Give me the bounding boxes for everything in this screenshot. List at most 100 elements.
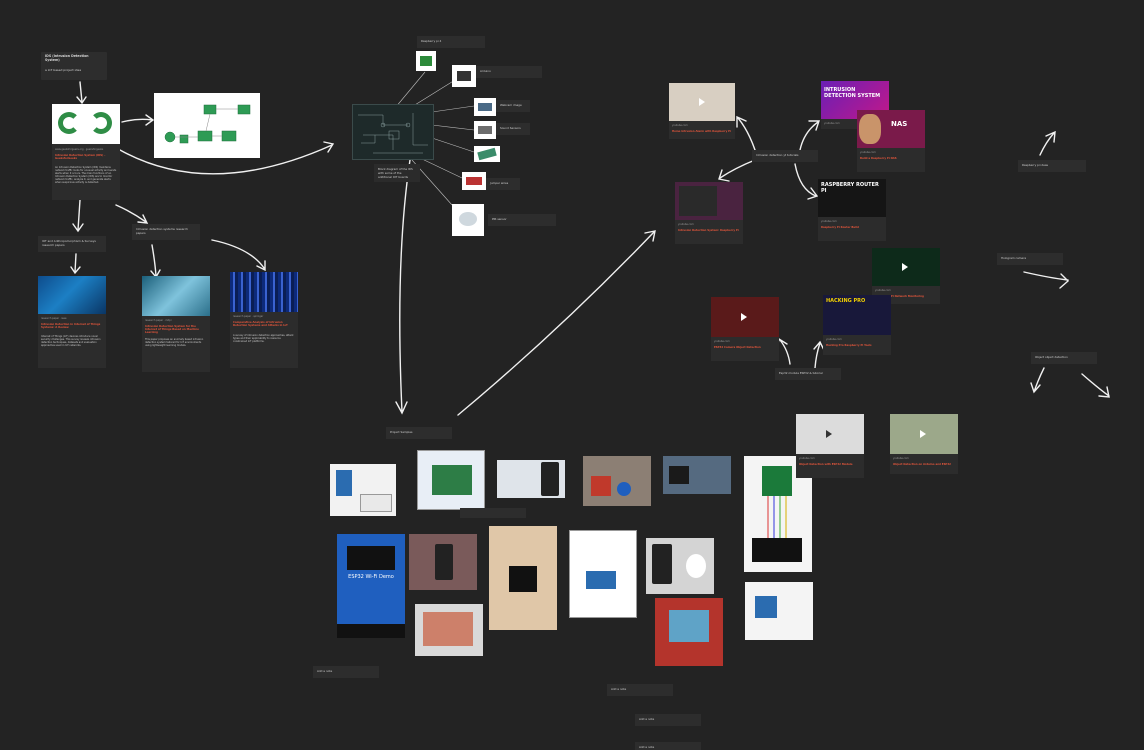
video-card-monitor[interactable]: youtube.com Raspberry Pi Network Monitor…: [872, 248, 940, 304]
raspberry-ideas-label[interactable]: Raspberry pi ideas: [1018, 160, 1086, 172]
card-meta: www.geeksforgeeks.org · geeksforgeeks: [55, 148, 104, 151]
card-title[interactable]: Object Detection on Arduino and ESP32: [893, 463, 951, 466]
card-title[interactable]: Object Detection with ESP32 Module: [799, 463, 853, 466]
card-title[interactable]: Hacking Pro Raspberry Pi Tools: [826, 344, 872, 347]
ids-flow-diagram-image[interactable]: [154, 93, 260, 158]
component-label[interactable]: PIR sensor: [488, 214, 556, 226]
sample-phone-bulb-image[interactable]: [646, 538, 714, 594]
video-card-2[interactable]: youtube.com Intrusion Detection System: …: [675, 182, 743, 244]
diagram-caption: Block diagram of the IDS with some of th…: [374, 164, 420, 182]
object-detection-label[interactable]: Object object detection: [1031, 352, 1097, 364]
arduino-image[interactable]: [452, 65, 476, 87]
card-meta: youtube.com: [826, 338, 842, 341]
sample-camera-wiring-image[interactable]: [744, 456, 812, 572]
paper-card-3[interactable]: research paper · springer Comparative An…: [230, 272, 298, 368]
paper-card-2[interactable]: research paper · mdpi Intrusion Detectio…: [142, 276, 210, 372]
video-thumbnail: [675, 182, 743, 220]
video-thumbnail: [890, 414, 958, 454]
raspberry-pi-image[interactable]: [416, 51, 436, 71]
card-title[interactable]: Build a Raspberry Pi NAS: [860, 157, 897, 160]
paper-thumbnail: [142, 276, 210, 316]
video-thumbnail-banner: RASPBERRY ROUTER PI: [818, 179, 886, 217]
card-title[interactable]: Intrusion Detection in Internet of Thing…: [41, 323, 101, 330]
sample-schematic-image[interactable]: [569, 530, 637, 618]
component-label[interactable]: Webcam image: [496, 100, 530, 112]
webcam-image[interactable]: [474, 98, 496, 116]
video-thumbnail: [711, 297, 779, 337]
geeksforgeeks-logo: [52, 104, 120, 144]
sample-modules-image[interactable]: [415, 604, 483, 656]
project-samples-label[interactable]: Project Samples: [386, 427, 452, 439]
wifi-module-image[interactable]: [474, 146, 500, 162]
paper-card-1[interactable]: research paper · ieee Intrusion Detectio…: [38, 276, 106, 368]
add-note[interactable]: Add a note: [635, 742, 701, 750]
paper-thumbnail: [38, 276, 106, 314]
sample-phone-app-image[interactable]: [497, 460, 565, 498]
idea-note[interactable]: IDS (Intrusion Detection System) a IoT b…: [41, 52, 107, 80]
sample-note[interactable]: [460, 508, 526, 518]
card-meta: youtube.com: [860, 151, 876, 154]
flow-diagram-icon: [164, 104, 251, 144]
sample-rfid-image[interactable]: [583, 456, 651, 506]
sample-screenshot-image[interactable]: [417, 450, 485, 510]
sample-phone-led-image[interactable]: [409, 534, 477, 590]
card-meta: youtube.com: [672, 124, 688, 127]
card-title[interactable]: Intrusion Detection System: Raspberry Pi: [678, 229, 739, 232]
card-title[interactable]: ESP32 Camera Object Detection: [714, 346, 761, 349]
video-card-esp32[interactable]: youtube.com ESP32 Camera Object Detectio…: [711, 297, 779, 361]
raspberry-pi-label[interactable]: Raspberry pi 4: [417, 36, 485, 48]
video-thumbnail: [796, 414, 864, 454]
card-meta: youtube.com: [821, 220, 837, 223]
component-label[interactable]: Jumper wires: [486, 178, 520, 190]
sample-esp32-screen-image[interactable]: ESP32 Wi-Fi Demo: [337, 534, 405, 638]
circuit-diagram-icon: [358, 113, 428, 154]
card-meta: youtube.com: [824, 122, 840, 125]
sound-sensor-image[interactable]: [474, 121, 496, 139]
card-meta: research paper · mdpi: [145, 319, 172, 322]
sample-handheld-image[interactable]: [489, 526, 557, 630]
iot-papers-label[interactable]: IOT and Anthropomorphism & Surveys resea…: [38, 236, 106, 252]
video-card-object-1[interactable]: youtube.com Object Detection with ESP32 …: [796, 414, 864, 478]
card-meta: youtube.com: [799, 457, 815, 460]
ids-papers-label[interactable]: Intrusion detection systems research pap…: [132, 224, 200, 240]
video-card-router[interactable]: RASPBERRY ROUTER PI youtube.com Raspberr…: [818, 179, 886, 241]
card-meta: research paper · ieee: [41, 317, 67, 320]
add-note[interactable]: Add a note: [607, 684, 673, 696]
yt-tutorials-label[interactable]: Intrusion detection yt tutorials: [752, 150, 818, 162]
card-title[interactable]: Home Intrusion Alarm with Raspberry Pi: [672, 130, 731, 133]
idea-note-title: IDS (Intrusion Detection System): [45, 54, 89, 62]
component-label[interactable]: Arduino: [476, 66, 542, 78]
card-meta: research paper · springer: [233, 315, 264, 318]
geeksforgeeks-card[interactable]: www.geeksforgeeks.org · geeksforgeeks In…: [52, 104, 120, 200]
card-title[interactable]: Intrusion Detection System (IDS) - Geeks…: [55, 154, 106, 161]
card-title[interactable]: Comparative Analysis of Intrusion Detect…: [233, 321, 288, 328]
esp-tutorials-label[interactable]: Esp32 module ESP32 & tutorial: [775, 368, 841, 380]
pir-sensor-image[interactable]: [452, 204, 484, 236]
sample-diagram-image[interactable]: [745, 582, 813, 640]
jumper-wires-image[interactable]: [462, 172, 486, 190]
component-label[interactable]: Sound Sensors: [496, 123, 530, 135]
video-card-nas[interactable]: NAS youtube.com Build a Raspberry Pi NAS: [857, 110, 925, 172]
video-card-hacking[interactable]: HACKING PRO youtube.com Hacking Pro Rasp…: [823, 295, 891, 355]
add-note[interactable]: Add a note: [313, 666, 379, 678]
sample-breadboard-image[interactable]: [330, 464, 396, 516]
sample-tft-display-image[interactable]: [655, 598, 723, 666]
video-card-1[interactable]: youtube.com Home Intrusion Alarm with Ra…: [669, 83, 735, 139]
block-diagram-image[interactable]: [352, 104, 434, 160]
card-body: Internet of Things (IoT) devices introdu…: [41, 335, 101, 348]
card-title[interactable]: Intrusion Detection System for the Inter…: [145, 325, 199, 335]
video-card-object-2[interactable]: youtube.com Object Detection on Arduino …: [890, 414, 958, 474]
card-title[interactable]: Raspberry Pi Router Build: [821, 226, 859, 229]
add-note[interactable]: Add a note: [635, 714, 701, 726]
card-meta: youtube.com: [875, 289, 891, 292]
card-title[interactable]: Raspberry Pi Network Monitoring: [875, 295, 924, 298]
wires-icon: [767, 496, 787, 538]
video-thumbnail: NAS: [857, 110, 925, 148]
paper-thumbnail: [230, 272, 298, 312]
esp32-screen-text: ESP32 Wi-Fi Demo: [348, 574, 394, 580]
sample-lcd-image[interactable]: [663, 456, 731, 494]
hologram-label[interactable]: Hologram camera: [997, 253, 1063, 265]
card-meta: youtube.com: [678, 223, 694, 226]
